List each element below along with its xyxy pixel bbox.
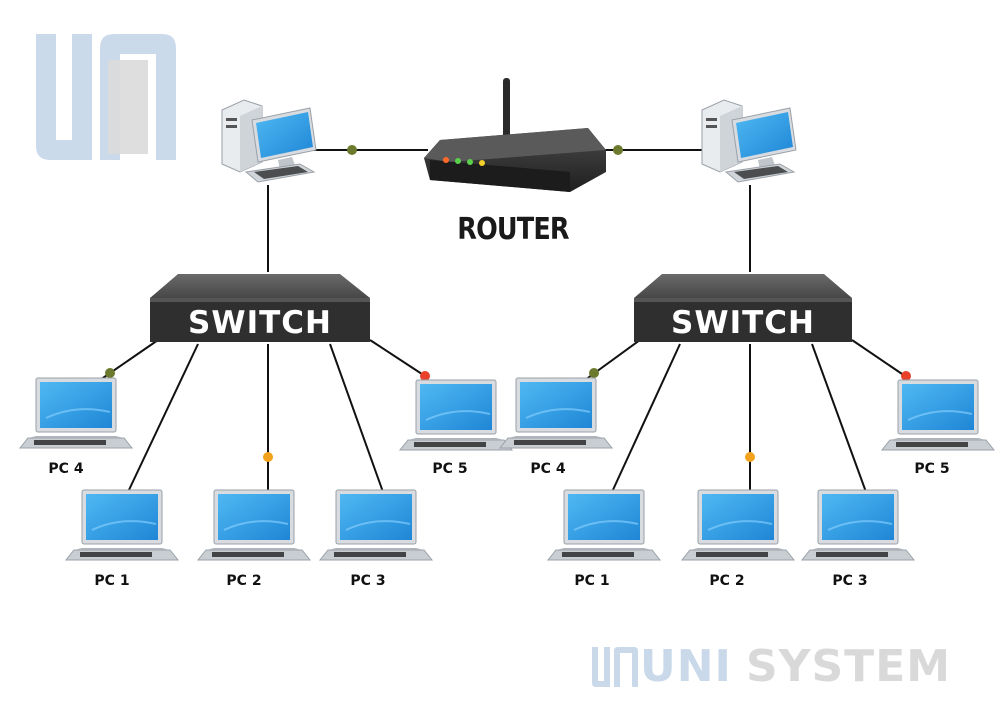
pc-label: PC 1 [94,573,130,589]
pc-label: PC 2 [226,573,262,589]
connector-dot [263,452,273,462]
switch-label: SWITCH [671,305,815,341]
connector-dot [105,368,115,378]
pc-label: PC 1 [574,573,610,589]
connector-dot [589,368,599,378]
connector-dot [347,145,357,155]
router-led [455,158,461,164]
workstation-left [221,99,317,183]
pc-label: PC 2 [709,573,745,589]
laptop-pc2-right [681,489,795,561]
link-lines [99,149,909,493]
pc-label: PC 4 [48,461,84,477]
uni-system-logo-icon [592,646,638,687]
router-led [479,160,485,166]
pc-label: PC 3 [832,573,868,589]
connector-dot [901,371,911,381]
connector-dots [105,145,911,462]
router-label: ROUTER [457,212,569,247]
pc-label: PC 3 [350,573,386,589]
laptop-pc1-right [547,489,661,561]
switch-right: SWITCH [634,274,852,342]
laptop-pc5-left [399,379,513,451]
laptop-pc5-right [881,379,995,451]
pc-label: PC 4 [530,461,566,477]
pc-label: PC 5 [914,461,950,477]
switch-left: SWITCH [150,274,370,342]
pc-label: PC 5 [432,461,468,477]
laptop-pc3-left [319,489,433,561]
connector-dot [745,452,755,462]
router-led [467,159,473,165]
brand-name-uni: UNI [640,641,732,692]
laptop-pc4-left [19,377,133,449]
connector-dot [613,145,623,155]
laptop-pc3-right [801,489,915,561]
brand-name-system: SYSTEM [745,641,952,692]
uni-system-logo-icon [36,34,176,160]
brand-watermark: UNI SYSTEM [590,641,951,692]
switch-label: SWITCH [188,305,332,341]
laptop-pc1-left [65,489,179,561]
workstation-right [701,99,797,183]
laptop-pc4-right [499,377,613,449]
connector-dot [420,371,430,381]
router-led [443,157,449,163]
router-device [424,78,606,192]
laptop-pc2-left [197,489,311,561]
